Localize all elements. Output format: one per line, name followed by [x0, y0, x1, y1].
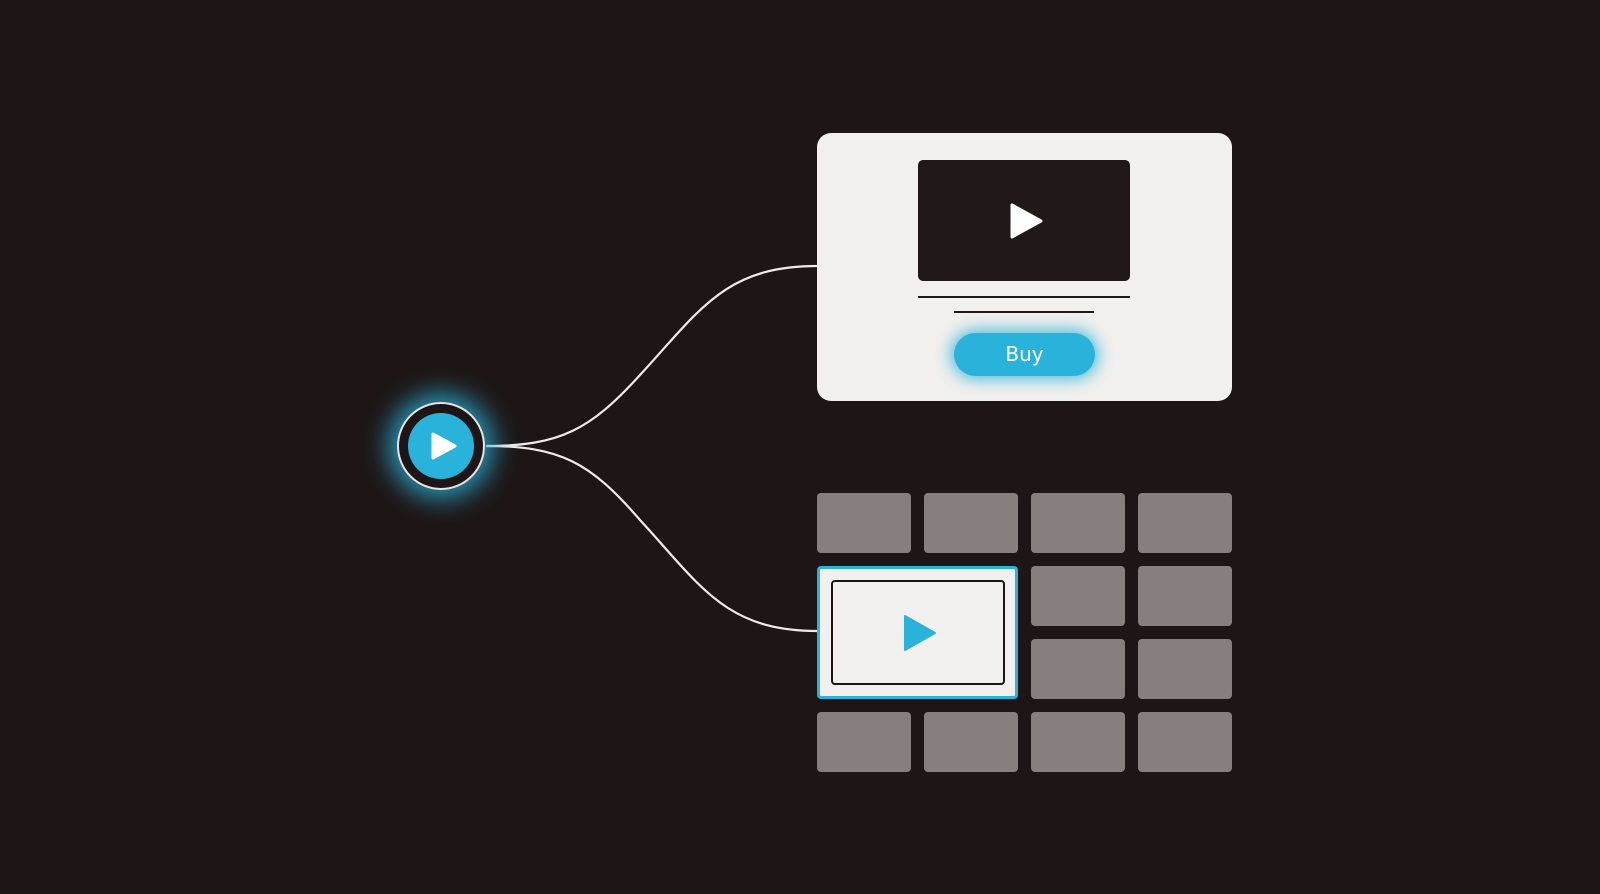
- source-play-node[interactable]: [397, 402, 485, 490]
- play-icon: [903, 614, 936, 651]
- play-glyph: [1010, 203, 1043, 238]
- thumbnail-tile[interactable]: [1138, 712, 1232, 772]
- thumbnail-tile[interactable]: [1031, 493, 1125, 553]
- thumbnail-tile[interactable]: [1138, 493, 1232, 553]
- product-subtitle-line: [954, 311, 1094, 313]
- play-icon: [431, 432, 456, 460]
- source-node-core: [408, 413, 474, 479]
- connector-to-thumbnail: [485, 444, 818, 633]
- thumbnail-tile[interactable]: [1138, 639, 1232, 699]
- play-glyph: [431, 432, 456, 460]
- thumbnail-tile[interactable]: [1031, 639, 1125, 699]
- play-glyph: [903, 614, 936, 651]
- thumbnail-tile[interactable]: [817, 712, 911, 772]
- product-title-line: [918, 296, 1130, 298]
- selected-thumbnail-frame: [831, 580, 1005, 685]
- product-card: Buy: [817, 133, 1232, 401]
- thumbnail-tile[interactable]: [1138, 566, 1232, 626]
- connector-to-product-card: [485, 264, 818, 448]
- product-video-player[interactable]: [918, 160, 1130, 281]
- selected-video-thumbnail[interactable]: [817, 566, 1018, 699]
- thumbnail-grid: [817, 493, 1232, 772]
- thumbnail-tile[interactable]: [924, 712, 1018, 772]
- thumbnail-tile[interactable]: [1031, 712, 1125, 772]
- thumbnail-tile[interactable]: [817, 493, 911, 553]
- thumbnail-tile[interactable]: [924, 493, 1018, 553]
- thumbnail-tile[interactable]: [1031, 566, 1125, 626]
- play-icon: [1010, 203, 1043, 238]
- buy-button[interactable]: Buy: [954, 333, 1095, 376]
